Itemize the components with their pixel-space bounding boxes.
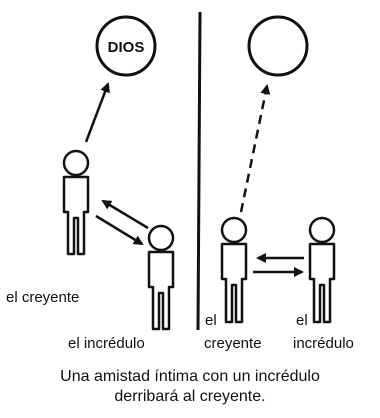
believer-label-right-line1: el [205, 312, 217, 329]
caption-line-1: Una amistad íntima con un incrédulo [60, 368, 320, 385]
caption-line-2: derribará al creyente. [114, 388, 266, 405]
unbeliever-label-right-line1: el [296, 312, 308, 329]
unbeliever-label-right-line2: incrédulo [293, 335, 354, 352]
believer-figure-right [220, 216, 248, 324]
believer-label-right-line2: creyente [204, 335, 262, 352]
unbeliever-figure-right [308, 216, 336, 324]
empty-circle-right [247, 15, 309, 77]
divider-line [196, 11, 202, 331]
arrow-believer-to-god [84, 82, 110, 143]
believer-label-left: el creyente [6, 289, 79, 306]
believer-figure-left [62, 149, 90, 256]
god-circle-left: DIOS [95, 15, 157, 77]
unbeliever-label-left: el incrédulo [68, 335, 145, 352]
unbeliever-figure-left [147, 224, 175, 331]
arrow-unbeliever-to-believer [101, 199, 149, 230]
god-label: DIOS [108, 39, 145, 56]
dashed-arrow-believer-to-circle [239, 84, 271, 213]
arrow-believer-to-unbeliever [95, 214, 144, 246]
